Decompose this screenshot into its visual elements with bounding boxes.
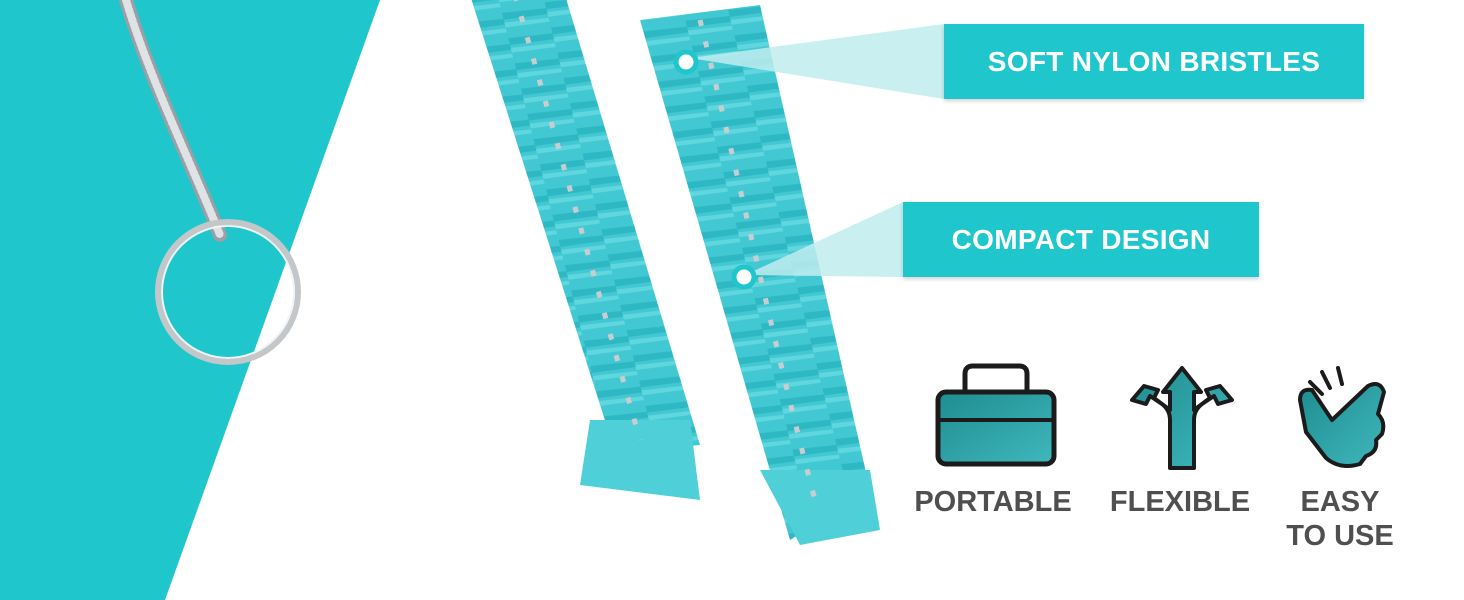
compact-design-label: COMPACT DESIGN bbox=[903, 202, 1259, 277]
compact-callout-beam bbox=[745, 202, 903, 277]
key-ring bbox=[155, 219, 301, 365]
wire-handle bbox=[119, 0, 301, 365]
bristles-callout-dot bbox=[673, 49, 699, 75]
feature-easy-to-use-label: EASY TO USE bbox=[1270, 485, 1410, 553]
feature-easy-line-1: EASY bbox=[1300, 486, 1380, 518]
split-arrows-icon bbox=[1130, 366, 1234, 470]
compact-callout-dot bbox=[731, 264, 757, 290]
feature-portable-label: PORTABLE bbox=[914, 486, 1072, 518]
soft-nylon-bristles-label: SOFT NYLON BRISTLES bbox=[944, 24, 1364, 99]
brush-left bbox=[471, 0, 700, 500]
feature-easy-line-2: TO USE bbox=[1286, 520, 1394, 552]
teal-background-panel bbox=[0, 0, 380, 600]
feature-flexible-label: FLEXIBLE bbox=[1109, 486, 1251, 518]
toolbox-icon bbox=[935, 363, 1057, 467]
bristles-callout-beam bbox=[690, 24, 944, 99]
snap-fingers-icon bbox=[1298, 366, 1386, 468]
